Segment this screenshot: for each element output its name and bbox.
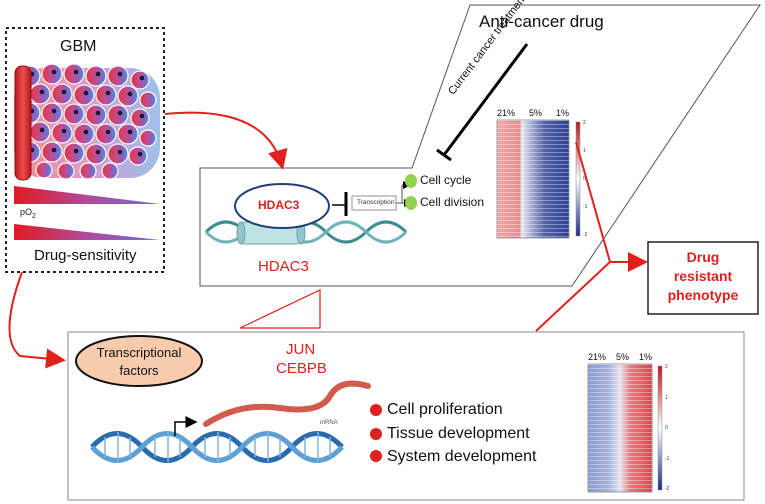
- bullet-icon: [370, 404, 382, 416]
- outcome-cell-division: Cell division: [420, 195, 485, 209]
- arrow-gbm-to-tf: [8, 271, 66, 369]
- treatment-line: [442, 43, 529, 156]
- blood-vessel-icon: [14, 65, 32, 181]
- hdac3-bubble: [234, 183, 330, 229]
- mrna-strand: [203, 380, 371, 427]
- heatmap-bottom-columns: 21%5%1%: [588, 352, 652, 362]
- green-dot-icon: [405, 196, 417, 210]
- heatmap-top-columns: 21%5%1%: [497, 108, 569, 118]
- green-dot-icon: [405, 174, 417, 188]
- bullet-icon: [370, 428, 382, 440]
- outcome-cell-cycle: Cell cycle: [420, 173, 472, 187]
- heatmap-bottom: [587, 363, 663, 493]
- hdac3-caption: HDAC3: [258, 258, 309, 275]
- tumor-cells-illustration: [14, 63, 160, 180]
- transcription-factors-bubble: [75, 335, 203, 387]
- mrna-label: mRNA: [320, 420, 338, 426]
- gene-jun: JUN: [286, 341, 316, 358]
- outcome-system-development: System development: [387, 448, 537, 465]
- po2-wedge: [14, 186, 160, 204]
- top-panel: [199, 4, 761, 287]
- drug-resistant-box: [647, 241, 759, 315]
- transcription-box-label: Transcription: [357, 199, 395, 206]
- bullet-icon: [370, 450, 382, 462]
- drug-sensitivity-wedge: [14, 224, 160, 240]
- treatment-inhibit-bar: [436, 148, 452, 162]
- hdac3-bubble-label: HDAC3: [258, 198, 300, 212]
- tss-arrow-icon: [174, 416, 198, 436]
- gbm-title: GBM: [60, 38, 97, 55]
- anti-cancer-drug-title: Anti-cancer drug: [479, 12, 604, 31]
- arrow-bottom-to-phenotype: [535, 261, 611, 332]
- arrow-gbm-to-hdac3: [164, 111, 288, 170]
- outcome-tissue-development: Tissue development: [387, 425, 530, 442]
- po2-label: pO2: [20, 207, 36, 220]
- dna-helix-bottom: [90, 431, 344, 463]
- gene-cebpb: CEBPB: [276, 360, 327, 377]
- drug-sensitivity-label: Drug-sensitivity: [34, 247, 137, 264]
- outcome-cell-proliferation: Cell proliferation: [387, 401, 503, 418]
- arrow-top-to-phenotype: [575, 141, 611, 263]
- hdac3-gradient-triangle: [239, 289, 321, 329]
- heatmap-top: [496, 119, 581, 239]
